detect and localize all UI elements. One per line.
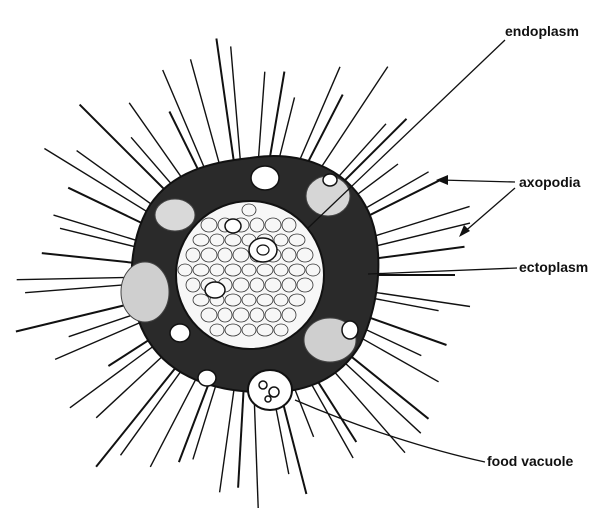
axopodia-leader (462, 188, 515, 234)
ectoplasm-leader (368, 268, 517, 274)
nucleus (225, 219, 241, 233)
ectoplasm-stipple (155, 199, 195, 231)
endoplasm-leader (308, 40, 505, 228)
ectoplasm-stipple (121, 262, 169, 322)
nucleus (249, 238, 277, 262)
vacuole-bubble (342, 321, 358, 339)
nucleus (205, 282, 225, 298)
vacuole-bubble (198, 370, 216, 386)
vacuole-bubble (170, 324, 190, 342)
arrowhead-icon (436, 175, 448, 185)
label-ectoplasm: ectoplasm (519, 259, 588, 275)
label-endoplasm: endoplasm (505, 23, 579, 39)
axopodia-leader (440, 180, 515, 182)
label-food-vacuole: food vacuole (487, 453, 574, 469)
food-vacuole-leader (295, 400, 485, 462)
food-particle (269, 387, 279, 397)
vacuole-bubble (323, 174, 337, 186)
label-axopodia: axopodia (519, 174, 581, 190)
arrowhead-icon (459, 225, 470, 237)
food-particle (259, 381, 267, 389)
food-particle (265, 396, 271, 402)
vacuole-bubble (251, 166, 279, 190)
